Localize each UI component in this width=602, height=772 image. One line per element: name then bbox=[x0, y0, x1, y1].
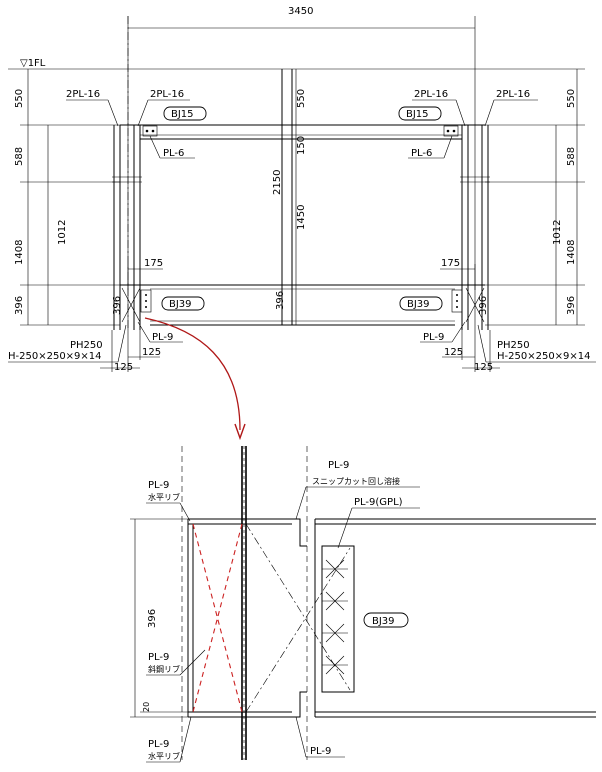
detail-callout-arrow bbox=[144, 317, 246, 441]
detail-horiz-rib-bottom-label: PL-9 bbox=[148, 739, 169, 750]
detail-diagonal-ribs bbox=[192, 523, 243, 713]
detail-dim-396: 396 bbox=[147, 609, 158, 628]
svg-text:BJ39: BJ39 bbox=[407, 299, 430, 310]
dim-175: 175 175 bbox=[127, 258, 476, 290]
svg-text:BJ15: BJ15 bbox=[406, 109, 429, 120]
left-dim-125-a: 125 bbox=[142, 347, 161, 358]
right-dim-396: 396 bbox=[566, 296, 577, 315]
bj15-left-tag: BJ15 bbox=[163, 106, 207, 121]
detail-bottom-pl9: PL-9 bbox=[310, 746, 331, 757]
center-dim-550: 550 bbox=[296, 89, 307, 108]
svg-text:BJ39: BJ39 bbox=[372, 616, 395, 627]
center-dim-1450: 1450 bbox=[296, 205, 307, 230]
left-ph250: PH250 bbox=[70, 340, 103, 351]
center-dim-2150: 2150 bbox=[272, 170, 283, 195]
detail-diag-rib-note: 斜鋼リブ bbox=[148, 664, 180, 674]
overall-width-text: 3450 bbox=[288, 6, 313, 17]
rib-labels: PL-9 PL-9 bbox=[137, 321, 466, 343]
dim-175-right: 175 bbox=[441, 258, 460, 269]
left-dim-125-b: 125 bbox=[114, 362, 133, 373]
plate-labels-top: 2PL-16 2PL-16 2PL-16 2PL-16 bbox=[66, 89, 538, 127]
left-column-bottom-labels: PH250 H-250×250×9×14 125 125 bbox=[8, 324, 161, 373]
right-dim-125-b: 125 bbox=[474, 362, 493, 373]
right-dim-125-a: 125 bbox=[444, 347, 463, 358]
right-dim-550: 550 bbox=[566, 89, 577, 108]
detail-snipcut-note: スニップカット回し溶接 bbox=[312, 476, 400, 486]
detail-gpl-label: PL-9(GPL) bbox=[354, 497, 403, 508]
gusset-left-label: PL-6 bbox=[163, 148, 184, 159]
detail-top-pl9: PL-9 bbox=[328, 460, 349, 471]
floor-level-line: ▽1FL bbox=[8, 58, 585, 70]
rib-right-label: PL-9 bbox=[423, 332, 444, 343]
dim-175-left: 175 bbox=[144, 258, 163, 269]
rib-left-label: PL-9 bbox=[152, 332, 173, 343]
overall-width-dimension: 3450 bbox=[127, 6, 476, 330]
detail-view: BJ39 396 20 PL-9 スニップカット回し溶接 PL-9(GPL bbox=[130, 446, 596, 763]
right-outer-2pl16: 2PL-16 bbox=[496, 89, 530, 100]
center-dim-396: 396 bbox=[275, 291, 286, 310]
right-dim-1408: 1408 bbox=[566, 240, 577, 265]
detail-dashdot-diagonals bbox=[245, 523, 351, 713]
detail-height-dimension: 396 20 bbox=[130, 518, 188, 718]
detail-gpl-plate bbox=[321, 545, 355, 693]
detail-horiz-rib-bottom-note: 水平リブ bbox=[148, 751, 180, 761]
detail-horiz-rib-top-note: 水平リブ bbox=[148, 492, 180, 502]
mid-dim-396-right: 396 bbox=[478, 296, 489, 315]
svg-text:BJ15: BJ15 bbox=[171, 109, 194, 120]
detail-diag-rib-label: PL-9 bbox=[148, 652, 169, 663]
top-elevation-view: 3450 ▽1FL 550 588 1012 1408 396 bbox=[8, 6, 596, 373]
gusset-right-label: PL-6 bbox=[411, 148, 432, 159]
detail-labels: PL-9 スニップカット回し溶接 PL-9(GPL) PL-9 水平リブ PL-… bbox=[146, 460, 420, 763]
center-post: 550 150 2150 1450 396 bbox=[272, 69, 307, 325]
svg-text:BJ39: BJ39 bbox=[169, 299, 192, 310]
right-ph250: PH250 bbox=[497, 340, 530, 351]
detail-column-lines bbox=[181, 446, 308, 760]
gusset-labels: PL-6 PL-6 bbox=[149, 135, 453, 159]
left-dim-1408: 1408 bbox=[14, 240, 25, 265]
floor-level-label: ▽1FL bbox=[20, 58, 46, 69]
mid-dim-396-left: 396 bbox=[112, 296, 123, 315]
bj39-right-tag: BJ39 bbox=[399, 296, 443, 311]
left-inner-2pl16: 2PL-16 bbox=[150, 89, 184, 100]
right-dim-588: 588 bbox=[566, 147, 577, 166]
left-dim-1012: 1012 bbox=[57, 220, 68, 245]
upper-beam-bj15: BJ15 BJ15 bbox=[120, 106, 485, 140]
right-column-bottom-labels: PH250 H-250×250×9×14 125 125 bbox=[442, 324, 596, 373]
detail-dim-20: 20 bbox=[142, 702, 151, 712]
left-dimension-chain: 550 588 1012 1408 396 bbox=[14, 69, 120, 326]
right-dim-1012: 1012 bbox=[552, 220, 563, 245]
right-inner-2pl16: 2PL-16 bbox=[414, 89, 448, 100]
detail-beam: BJ39 bbox=[314, 518, 596, 718]
right-dimension-chain: 550 588 1012 1408 396 bbox=[485, 69, 585, 326]
bj39-left-tag: BJ39 bbox=[161, 296, 205, 311]
detail-horiz-rib-top-label: PL-9 bbox=[148, 480, 169, 491]
left-dim-550: 550 bbox=[14, 89, 25, 108]
left-dim-588: 588 bbox=[14, 147, 25, 166]
left-hsection: H-250×250×9×14 bbox=[8, 351, 102, 362]
bj15-right-tag: BJ15 bbox=[398, 106, 442, 121]
left-outer-2pl16: 2PL-16 bbox=[66, 89, 100, 100]
center-dim-150: 150 bbox=[296, 136, 307, 155]
lower-beam-bj39: BJ39 BJ39 396 396 bbox=[112, 284, 489, 326]
right-hsection: H-250×250×9×14 bbox=[497, 351, 591, 362]
left-dim-396: 396 bbox=[14, 296, 25, 315]
detail-bj39-tag: BJ39 bbox=[363, 612, 409, 628]
detail-rib-frame bbox=[187, 518, 307, 718]
right-column bbox=[443, 125, 490, 330]
